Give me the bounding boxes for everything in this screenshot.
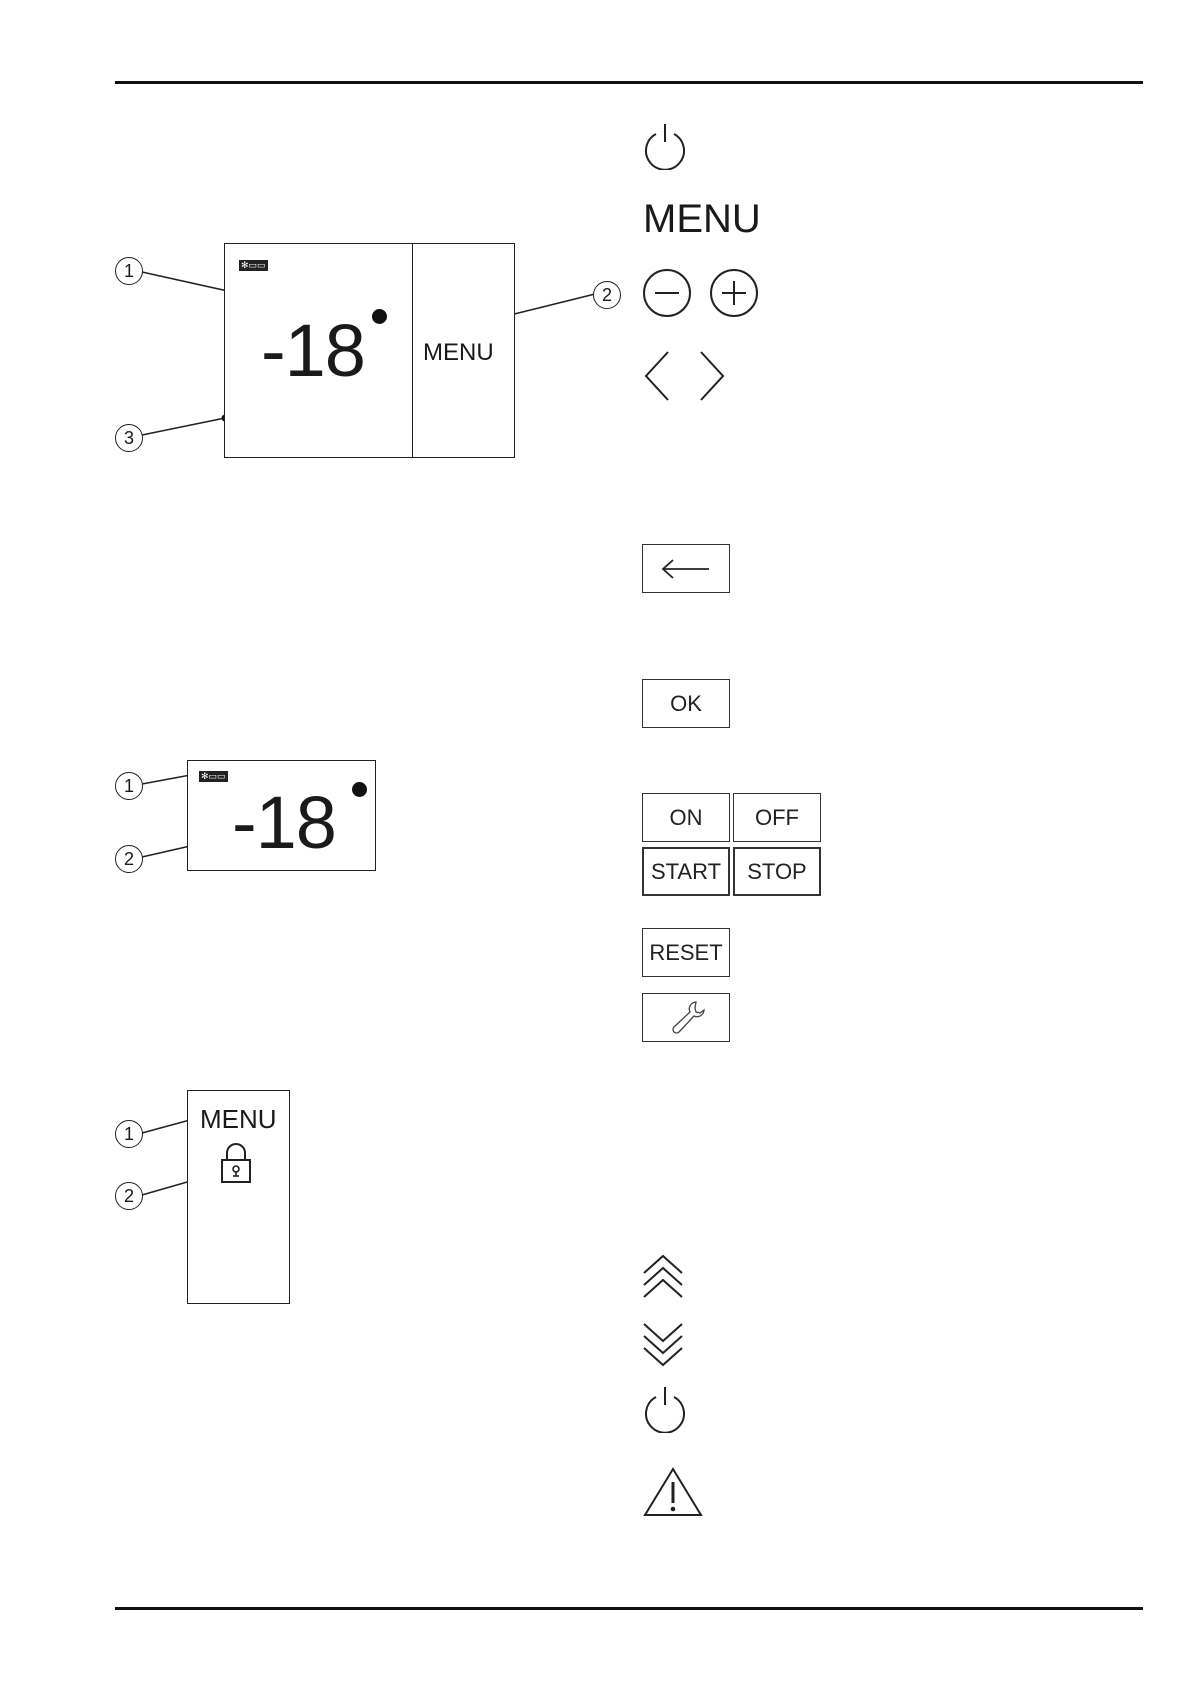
double-chevron-down-icon — [643, 1323, 683, 1367]
callout-1: 1 — [115, 772, 143, 800]
stop-button: STOP — [733, 847, 821, 896]
minus-circle-icon — [643, 269, 691, 317]
callout-3: 3 — [115, 424, 143, 452]
power-icon — [645, 1387, 685, 1433]
warning-triangle-icon — [643, 1467, 703, 1516]
callout-1: 1 — [115, 257, 143, 285]
service-button — [642, 993, 730, 1042]
double-chevron-up-icon — [643, 1254, 683, 1298]
figure2-temperature: -18 — [232, 781, 337, 864]
chevron-left-icon — [644, 351, 669, 401]
symbol-menu-label: MENU — [643, 197, 761, 241]
callout-1: 1 — [115, 1120, 143, 1148]
top-rule — [115, 81, 1143, 84]
plus-circle-icon — [710, 269, 758, 317]
figure3-menu-panel: MENU — [187, 1090, 290, 1304]
figure3-menu-label: MENU — [200, 1104, 277, 1134]
power-icon — [645, 124, 685, 170]
reset-button: RESET — [642, 928, 730, 977]
degree-dot — [372, 309, 387, 324]
bottom-rule — [115, 1607, 1143, 1610]
snowflake-badge-icon: ✻▭▭ — [239, 260, 268, 271]
wrench-icon — [672, 1000, 705, 1034]
back-button — [642, 544, 730, 593]
callout-2: 2 — [115, 1182, 143, 1210]
callout-2: 2 — [115, 845, 143, 873]
on-button: ON — [642, 793, 730, 842]
figure1-temperature: -18 — [261, 309, 366, 392]
degree-dot — [352, 782, 367, 797]
callout-2: 2 — [593, 281, 621, 309]
figure1-menu-panel: MENU — [412, 243, 515, 458]
ok-button: OK — [642, 679, 730, 728]
figure2-display-panel: ✻▭▭ -18 — [187, 760, 376, 871]
snowflake-badge-icon: ✻▭▭ — [199, 771, 228, 782]
back-arrow-icon — [661, 558, 709, 579]
figure1-display-panel: ✻▭▭ -18 — [224, 243, 414, 458]
chevron-right-icon — [700, 351, 725, 401]
figure1-menu-label: MENU — [423, 339, 494, 366]
off-button: OFF — [733, 793, 821, 842]
start-button: START — [642, 847, 730, 896]
padlock-icon — [221, 1143, 251, 1183]
